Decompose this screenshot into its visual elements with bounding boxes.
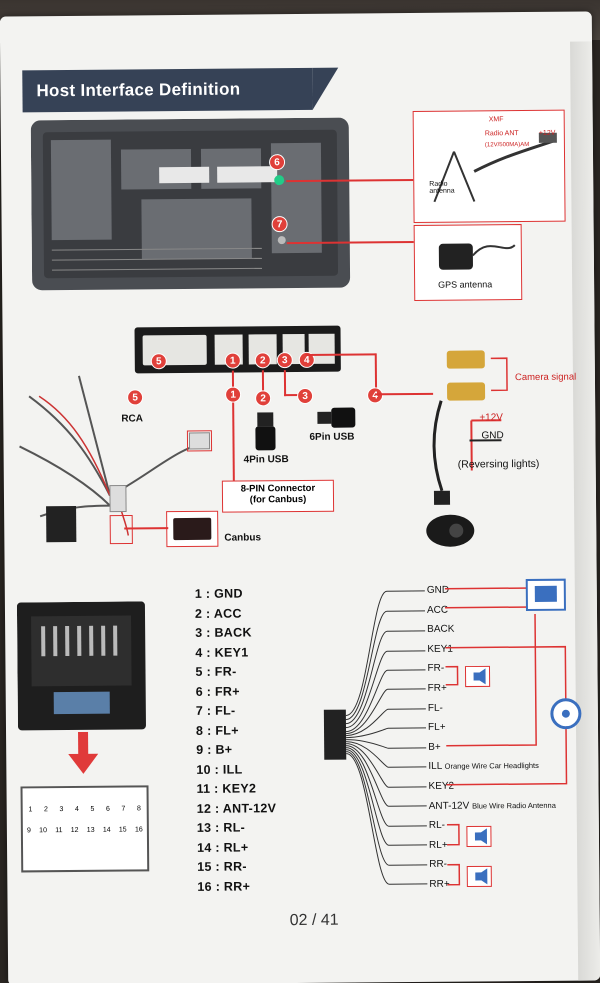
pin-item: 16 : RR+ [197, 878, 251, 894]
radio-antenna-label: Radio antenna [429, 180, 455, 195]
pin-item: 15 : RR- [197, 859, 247, 874]
pin-item: 8 : FL+ [195, 723, 239, 738]
canbus-connector-box: 8-PIN Connector (for Canbus) [221, 479, 335, 513]
radio-antenna-icon [433, 132, 557, 203]
page-number: 02 / 41 [289, 911, 339, 930]
xmf-label: XMF [488, 116, 504, 124]
antenna-code-label: (12V/500MA)AM [484, 141, 530, 149]
camera-signal-label: Camera signal [514, 371, 577, 384]
pin-num: 4 [74, 805, 79, 813]
arrow-down-icon [68, 731, 99, 774]
wiring-harness-photo [19, 375, 213, 545]
wire-label: FR- [427, 663, 445, 675]
reversing-label: (Reversing lights) [457, 457, 540, 471]
badge-7: 7 [271, 216, 288, 233]
canbus-label: Canbus [224, 532, 262, 544]
connection-lines [444, 578, 582, 888]
badge-2b: 2 [255, 390, 272, 407]
wire-label: ILL [428, 761, 442, 773]
gps-antenna-box [413, 224, 523, 301]
speaker-icon [466, 825, 492, 848]
wire-3 [283, 370, 287, 397]
wire-label: FR+ [427, 682, 447, 694]
harness-wire-fan [323, 590, 428, 885]
badge-1b: 1 [225, 386, 242, 403]
plus12v-top-label: +12V [538, 129, 556, 137]
pin-diagram: 1 2 3 4 5 6 7 8 9 10 11 12 13 14 15 16 [20, 785, 150, 873]
wire-label: FL+ [427, 721, 446, 734]
rca-label: RCA [121, 413, 144, 425]
pin-item: 7 : FL- [195, 703, 236, 718]
badge-6: 6 [268, 154, 286, 171]
pin-num: 15 [118, 826, 127, 834]
page-title: Host Interface Definition [22, 67, 313, 113]
wire-label: FL- [427, 702, 443, 714]
plus12v-label: +12V [479, 412, 503, 424]
pin-item: 13 : RL- [196, 820, 246, 835]
pin-item: 1 : GND [194, 586, 243, 601]
manual-page: Host Interface Definition 6 7 XMF R [0, 11, 600, 983]
wire-label: RL+ [428, 839, 448, 851]
pin-list: 1 : GND 2 : ACC 3 : BACK 4 : KEY1 5 : FR… [195, 584, 277, 897]
wire-label: B+ [428, 741, 441, 753]
badge-3b: 3 [297, 387, 314, 405]
pin-item: 9 : B+ [196, 742, 233, 757]
pin-item: 2 : ACC [194, 606, 242, 621]
pin-item: 11 : KEY2 [196, 781, 257, 796]
wire-4-h [305, 353, 376, 356]
usb6-plug-icon [317, 407, 356, 428]
head-unit-rear-photo [30, 117, 351, 291]
pin-item: 3 : BACK [195, 625, 252, 640]
gps-antenna-icon [438, 243, 516, 270]
pin-num: 10 [39, 827, 47, 835]
pin-item: 5 : FR- [195, 664, 237, 679]
connector-line2: (for Canbus) [249, 493, 307, 506]
radio-ant-label: Radio ANT [484, 130, 519, 138]
badge-3a: 3 [276, 352, 293, 369]
pin-item: 14 : RL+ [196, 839, 249, 855]
iso-connector-photo [16, 601, 146, 731]
usb4-plug-icon [255, 412, 276, 451]
badge-2a: 2 [254, 352, 271, 369]
pin-item: 6 : FR+ [195, 684, 240, 699]
gps-antenna-label: GPS antenna [438, 279, 493, 290]
pin-num: 13 [86, 826, 95, 834]
canbus-box [166, 510, 219, 548]
pin-num: 14 [102, 826, 111, 834]
wire-label: RL- [428, 819, 446, 832]
radio-antenna-box [412, 109, 566, 223]
usb6-label: 6Pin USB [309, 431, 355, 443]
pin-num: 8 [136, 805, 141, 813]
pin-item: 12 : ANT-12V [196, 800, 277, 816]
badge-1a: 1 [224, 352, 241, 369]
pin-num: 3 [59, 806, 64, 814]
pin-num: 5 [90, 805, 95, 813]
reverse-camera-photo [426, 350, 508, 547]
pin-num: 16 [134, 826, 143, 834]
pin-item: 4 : KEY1 [195, 644, 249, 660]
pin-num: 11 [55, 827, 63, 835]
pin-item: 10 : ILL [196, 762, 243, 777]
speaker-icon [466, 865, 492, 888]
gnd-label: GND [481, 430, 504, 442]
wire-label: RR- [429, 859, 448, 871]
pin-num: 12 [70, 826, 79, 835]
usb4-label: 4Pin USB [243, 454, 289, 466]
speaker-icon [464, 665, 491, 688]
pin-num: 7 [121, 805, 126, 813]
pin-num: 6 [105, 805, 110, 813]
pin-num: 9 [26, 827, 31, 835]
pin-num: 2 [43, 806, 48, 814]
pin-num: 1 [28, 806, 33, 814]
pin-row-1: 1 2 3 4 5 6 7 8 [23, 805, 147, 813]
pin-row-2: 9 10 11 12 13 14 15 16 [23, 826, 147, 834]
